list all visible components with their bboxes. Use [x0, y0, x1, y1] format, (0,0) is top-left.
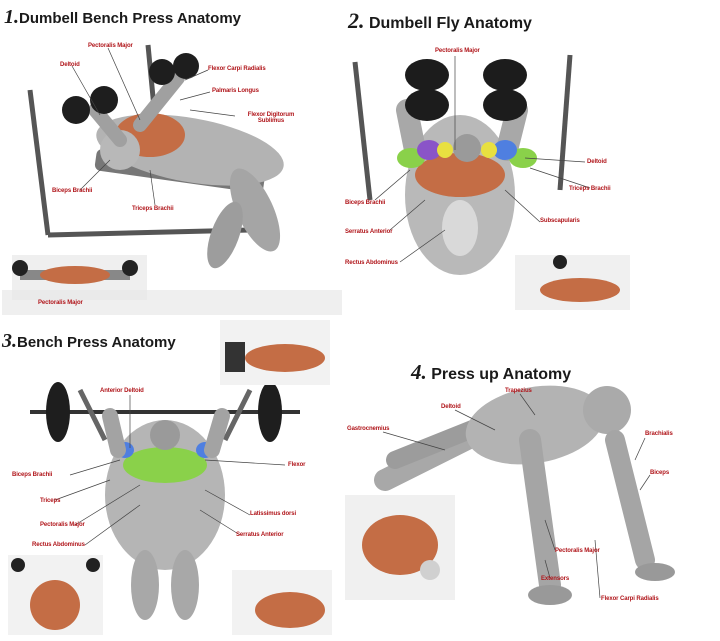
panel-title: 1.Dumbell Bench Press Anatomy [4, 6, 241, 29]
label-serratus-anterior: Serratus Anterior [345, 229, 393, 235]
panel-dumbell-bench-press: 1.Dumbell Bench Press Anatomy Pectoralis… [0, 0, 345, 320]
label-flexor-digitorum-sublimus: Flexor Digitorum Sublimus [247, 112, 295, 124]
label-subscapularis: Subscapularis [540, 218, 580, 224]
label-deltoid: Deltoid [587, 159, 607, 165]
label-triceps: Triceps [40, 498, 61, 504]
label-biceps-brachii: Biceps Brachii [52, 188, 93, 194]
panel-number: 3. [2, 330, 17, 352]
label-palmaris-longus: Palmaris Longus [212, 88, 259, 94]
label-extensors: Extensors [541, 576, 570, 582]
panel-title: 4. Press up Anatomy [411, 360, 571, 385]
label-flexor: Flexor [288, 462, 306, 468]
panel-title: 2. Dumbell Fly Anatomy [348, 8, 532, 34]
label-deltoid: Deltoid [60, 62, 80, 68]
panel-dumbell-fly: 2. Dumbell Fly Anatomy Pectoralis Major … [345, 0, 720, 320]
panel-number: 1. [4, 6, 19, 28]
label-anterior-deltoid: Anterior Deltoid [100, 388, 144, 394]
press-up-illustration [345, 385, 675, 605]
bench-press-illustration [8, 320, 332, 635]
label-gastrocnemius: Gastrocnemius [347, 426, 390, 432]
panel-title-text: Press up Anatomy [431, 366, 572, 383]
label-flexor-carpi-radialis: Flexor Carpi Radialis [208, 66, 266, 72]
panel-number: 4. [411, 360, 427, 384]
panel-bench-press: 3.Bench Press Anatomy Anterior Deltoid B… [0, 320, 345, 641]
label-pectoralis-major: Pectoralis Major [555, 548, 600, 554]
label-rectus-abdominus: Rectus Abdominus [345, 260, 398, 266]
label-rectus-abdominus: Rectus Abdominus [32, 542, 85, 548]
label-brachialis: Brachialis [645, 431, 673, 437]
label-biceps: Biceps [650, 470, 670, 476]
panel-number: 2. [348, 8, 365, 33]
label-latissimus-dorsi: Latissimus dorsi [250, 511, 297, 517]
label-pectoralis-major: Pectoralis Major [435, 48, 480, 54]
panel-title-text: Bench Press Anatomy [17, 334, 176, 351]
label-pectoralis-major-inset: Pectoralis Major [38, 300, 83, 306]
label-pectoralis-major: Pectoralis Major [40, 522, 85, 528]
dumbell-bench-press-illustration [2, 44, 342, 315]
label-flexor-carpi-radialis: Flexor Carpi Radialis [601, 596, 659, 602]
panel-title-text: Dumbell Fly Anatomy [368, 15, 532, 32]
label-triceps-brachii: Triceps Brachii [132, 206, 174, 212]
label-triceps-brachii: Triceps Brachii [569, 186, 611, 192]
label-serratus-anterior: Serratus Anterior [236, 532, 284, 538]
label-pectoralis-major: Pectoralis Major [88, 43, 133, 49]
dumbell-fly-illustration [352, 54, 630, 310]
label-deltoid: Deltoid [441, 404, 461, 410]
label-biceps-brachii: Biceps Brachii [12, 472, 53, 478]
panel-title-text: Dumbell Bench Press Anatomy [19, 10, 242, 27]
label-biceps-brachii: Biceps Brachii [345, 200, 386, 206]
panel-press-up: 4. Press up Anatomy Trapezius Deltoid Ga… [345, 320, 720, 641]
label-trapezius: Trapezius [505, 388, 532, 394]
panel-title: 3.Bench Press Anatomy [2, 330, 176, 353]
